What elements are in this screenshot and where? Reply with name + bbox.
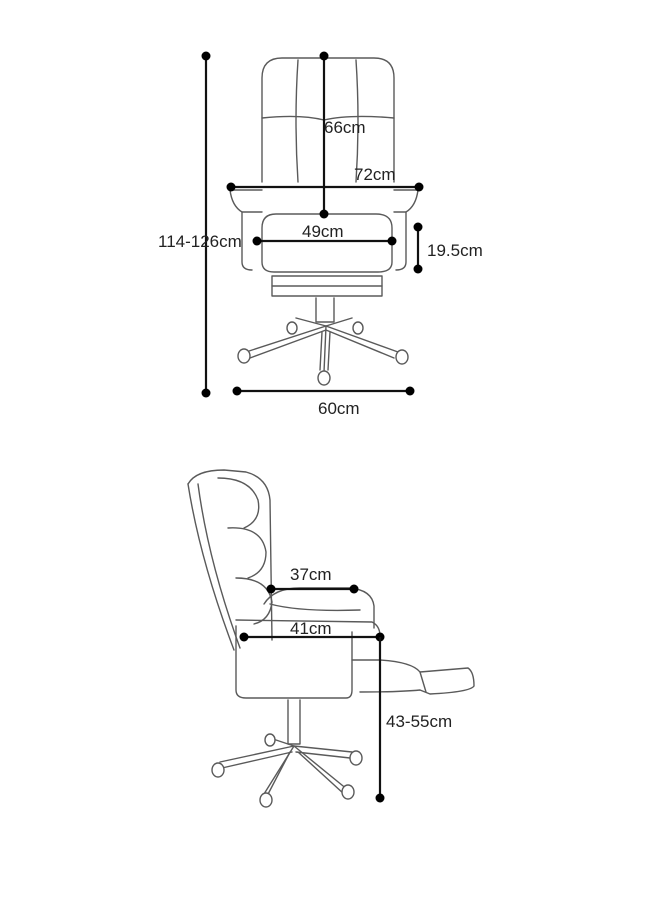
dimension-seat-width: 49cm	[252, 222, 397, 246]
label-back-height: 66cm	[324, 118, 366, 137]
chair-front-illustration	[229, 57, 419, 386]
label-armrest-height: 19.5cm	[427, 241, 483, 260]
label-arm-depth: 41cm	[290, 619, 332, 638]
dimension-overall-width: 72cm	[226, 165, 424, 192]
dimension-seat-height: 43-55cm	[375, 637, 452, 803]
dimension-base-width: 60cm	[232, 386, 415, 418]
label-seat-depth: 37cm	[290, 565, 332, 584]
label-seat-width: 49cm	[302, 222, 344, 241]
label-base-width: 60cm	[318, 399, 360, 418]
dimension-seat-depth: 37cm	[266, 565, 359, 594]
dimension-total-height: 114-126cm	[158, 51, 242, 398]
label-seat-height: 43-55cm	[386, 712, 452, 731]
chair-side-illustration	[187, 469, 475, 808]
label-overall-width: 72cm	[354, 165, 396, 184]
dimension-armrest-height: 19.5cm	[413, 222, 483, 274]
dimension-back-height: 66cm	[319, 51, 366, 219]
label-total-height: 114-126cm	[158, 232, 242, 251]
